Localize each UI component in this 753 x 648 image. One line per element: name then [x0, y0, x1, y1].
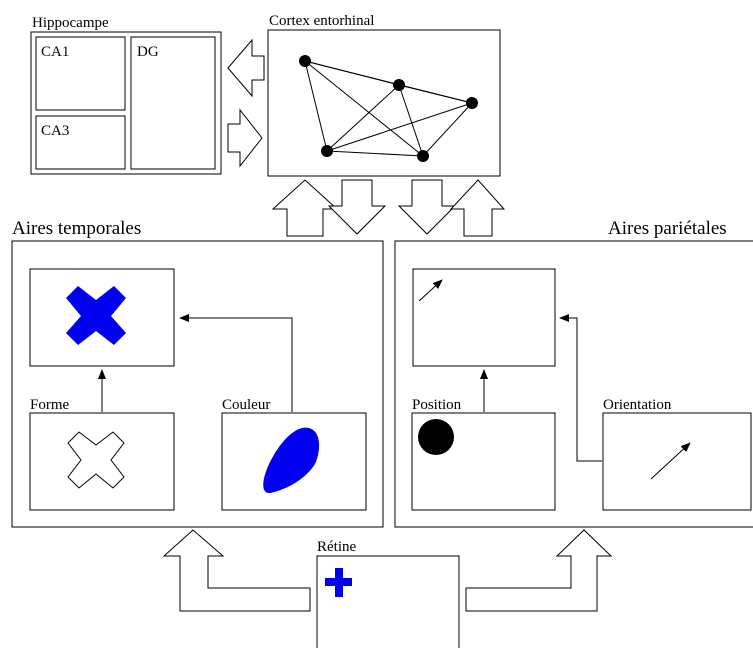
connection-edge	[326, 84, 400, 152]
connection-edge	[326, 102, 473, 152]
color-label: Couleur	[222, 397, 270, 413]
retina-title: Rétine	[317, 539, 356, 555]
temporal-title: Aires temporales	[12, 218, 141, 239]
temporal-areas-group: Aires temporales Forme Couleur	[11, 218, 384, 528]
connection-edge	[304, 60, 424, 157]
hippocampus-to-cortex-arrow	[227, 108, 263, 168]
shape-label: Forme	[30, 397, 70, 413]
blue-blob-icon	[263, 427, 320, 494]
parietal-title: Aires pariétales	[608, 218, 727, 239]
position-label: Position	[412, 397, 462, 413]
parietal-areas-group: Aires pariétales Position Orientation	[394, 218, 753, 528]
position-dot-icon	[418, 419, 454, 455]
temporal-to-cortex-arrow	[271, 179, 339, 237]
ca1-region	[35, 36, 126, 111]
network-node	[299, 55, 311, 67]
connection-edge	[326, 150, 424, 157]
cortex-title: Cortex entorhinal	[269, 13, 374, 29]
ca1-label: CA1	[41, 44, 69, 60]
cross-outline-icon	[67, 431, 125, 489]
parietal-to-cortex-arrow	[449, 179, 506, 237]
cortex-to-hippocampus-arrow	[227, 38, 265, 98]
blue-cross-icon	[66, 286, 126, 345]
network-node	[466, 97, 478, 109]
retina-to-temporal-arrow	[162, 529, 311, 612]
retina-group: Rétine	[316, 539, 460, 648]
retina-to-parietal-arrow	[465, 529, 613, 612]
orientation-label: Orientation	[603, 397, 672, 413]
network-node	[321, 145, 333, 157]
cortex-box	[267, 29, 501, 177]
color-to-object-arrow	[179, 314, 293, 412]
entorhinal-cortex-group: Cortex entorhinal	[267, 13, 501, 177]
orientation-arrow-icon	[418, 279, 443, 302]
retina-box	[316, 555, 460, 648]
blue-plus-icon	[325, 568, 352, 597]
ca3-label: CA3	[41, 123, 69, 139]
connection-edge	[422, 102, 473, 157]
ca3-region	[35, 115, 126, 170]
connection-edge	[398, 84, 424, 157]
parietal-object-box	[412, 268, 556, 367]
hippocampus-group: Hippocampe CA1 DG CA3	[30, 15, 222, 175]
hippocampus-title: Hippocampe	[32, 15, 109, 31]
connection-edge	[398, 84, 473, 104]
neural-network	[299, 55, 478, 162]
network-node	[417, 150, 429, 162]
network-node	[393, 79, 405, 91]
dg-label: DG	[137, 44, 159, 60]
cortex-to-temporal-arrow	[327, 179, 387, 235]
cortex-to-parietal-arrow	[397, 179, 457, 235]
orientation-to-object-arrow	[559, 314, 602, 462]
orientation-box	[602, 412, 752, 511]
orientation-arrow-icon	[650, 442, 691, 480]
dg-region	[130, 36, 216, 170]
connection-edge	[304, 60, 328, 152]
